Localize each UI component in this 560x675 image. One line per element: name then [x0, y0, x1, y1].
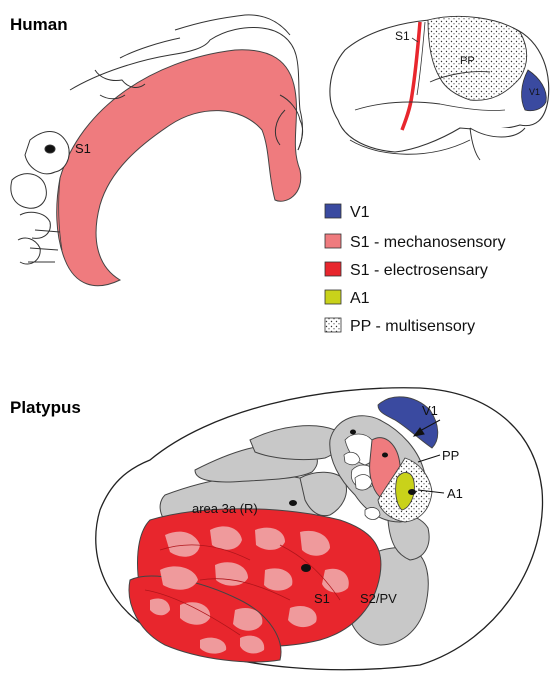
human-brain [330, 16, 549, 160]
platypus-s1-label: S1 [314, 591, 330, 606]
human-brain-pp-label: PP [460, 55, 475, 67]
platypus-v1-label: V1 [422, 403, 438, 418]
platypus-brain [96, 388, 543, 670]
legend-item-s1-mechanosensory: S1 - mechanosensory [325, 234, 506, 251]
platypus-area3a-label: area 3a (R) [192, 501, 258, 516]
legend-swatch-a1 [325, 290, 341, 304]
legend-item-pp: PP - multisensory [325, 318, 475, 335]
homunculus-s1-label: S1 [75, 141, 91, 156]
platypus-pp-label: PP [442, 448, 459, 463]
legend-item-v1: V1 [325, 204, 370, 221]
legend-label-a1: A1 [350, 290, 370, 307]
platypus-a1-label: A1 [447, 486, 463, 501]
legend-label-s1-electrosensory: S1 - electrosensary [350, 262, 488, 279]
legend-swatch-s1-mechanosensory [325, 234, 341, 248]
legend-label-s1-mechanosensory: S1 - mechanosensory [350, 234, 506, 251]
human-brain-s1-label: S1 [395, 29, 410, 43]
legend-swatch-v1 [325, 204, 341, 218]
legend-label-pp: PP - multisensory [350, 318, 475, 335]
platypus-s2pv-label: S2/PV [360, 591, 397, 606]
legend-swatch-s1-electrosensory [325, 262, 341, 276]
human-brain-v1-label: V1 [529, 87, 540, 97]
legend: V1 S1 - mechanosensory S1 - electrosensa… [325, 204, 506, 335]
legend-item-a1: A1 [325, 290, 370, 307]
homunculus-s1-strip [57, 50, 301, 286]
human-title: Human [10, 15, 68, 34]
legend-item-s1-electrosensory: S1 - electrosensary [325, 262, 488, 279]
legend-swatch-pp [325, 318, 341, 332]
platypus-title: Platypus [10, 398, 81, 417]
legend-label-v1: V1 [350, 204, 370, 221]
